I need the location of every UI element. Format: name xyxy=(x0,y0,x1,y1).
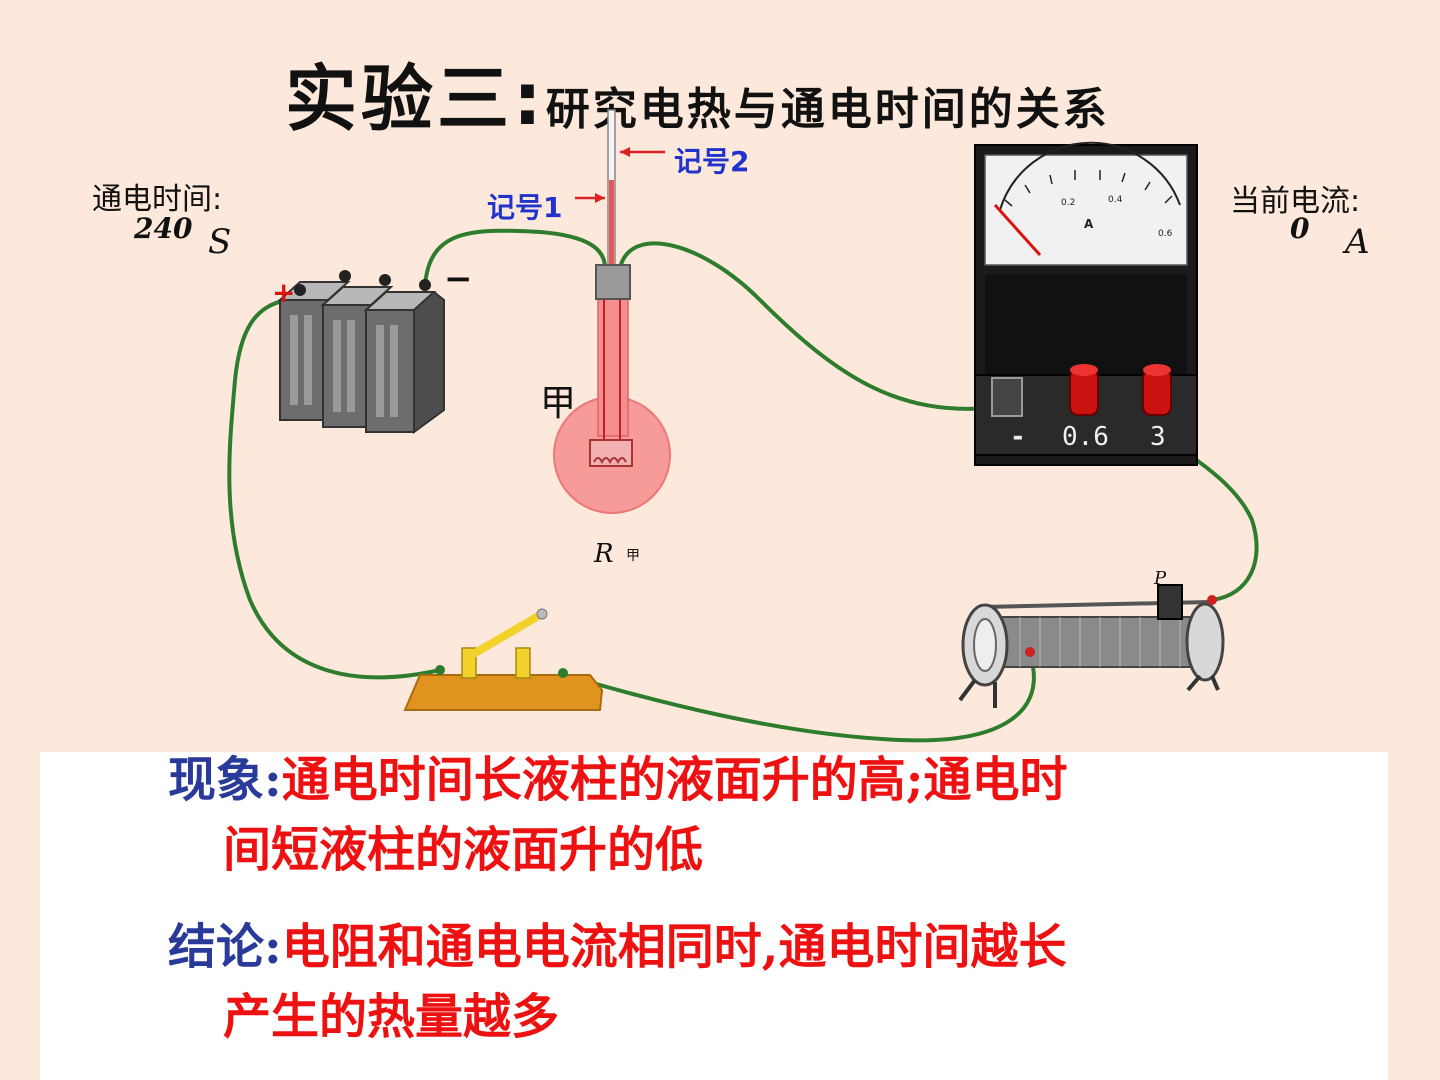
conclusion-head: 结论: xyxy=(168,919,282,975)
time-label: 通电时间: xyxy=(92,182,223,217)
rheostat-slider xyxy=(1157,584,1183,620)
rheostat-slider-label: P xyxy=(1153,568,1167,589)
summary-panel xyxy=(40,752,1388,1080)
ammeter xyxy=(974,141,1198,466)
rheostat xyxy=(958,584,1225,708)
page-title: 实验三:研究电热与通电时间的关系 xyxy=(285,40,1110,145)
knife-switch xyxy=(403,608,604,711)
current-unit: A xyxy=(1345,222,1370,262)
ammeter-terminal-06 xyxy=(1069,364,1099,416)
wire-switch-to-battery xyxy=(227,298,441,680)
ammeter-terminal-minus xyxy=(991,377,1023,417)
ammeter-tick-06: 0.6 xyxy=(1158,229,1173,239)
phenomenon-head: 现象: xyxy=(168,752,282,808)
conclusion-paragraph: 结论:电阻和通电电流相同时,通电时间越长 产生的热量越多 xyxy=(168,912,1318,1052)
phenomenon-line-1: 通电时间长液柱的液面升的高;通电时 xyxy=(281,752,1068,808)
switch-contact xyxy=(515,647,531,679)
flask xyxy=(553,109,671,514)
ammeter-label-minus: - xyxy=(1010,422,1026,452)
title-main: 实验三: xyxy=(285,57,546,141)
title-sub: 研究电热与通电时间的关系 xyxy=(545,84,1110,135)
rheostat-coil xyxy=(989,616,1196,668)
ammeter-needle xyxy=(993,203,1042,257)
wire-flask-to-ammeter xyxy=(618,241,1017,411)
circuit-diagram: + − 甲 R 甲 xyxy=(227,109,1259,743)
battery-plus-sign: + xyxy=(272,276,295,309)
battery-post-1 xyxy=(339,270,351,282)
current-label: 当前电流: xyxy=(1230,184,1361,219)
mark-1-label: 记号1 xyxy=(487,191,563,224)
battery-post-2 xyxy=(379,274,391,286)
time-unit: S xyxy=(208,222,232,262)
battery xyxy=(277,270,445,434)
battery-cell-2 xyxy=(320,286,394,428)
ammeter-tick-02: 0.2 xyxy=(1061,198,1075,208)
wire-rheostat-to-switch xyxy=(564,654,1036,743)
battery-minus-sign: − xyxy=(444,259,473,299)
mark-2-label: 记号2 xyxy=(674,145,750,178)
liquid-column xyxy=(609,180,614,270)
ammeter-ticks xyxy=(1004,170,1173,207)
wire-battery-minus-to-flask xyxy=(423,228,607,286)
phenomenon-paragraph: 现象:通电时间长液柱的液面升的高;通电时 间短液柱的液面升的低 xyxy=(168,745,1318,885)
conclusion-line-2: 产生的热量越多 xyxy=(223,989,560,1045)
ammeter-scale-unit: A xyxy=(1084,217,1094,231)
battery-minus-terminal xyxy=(419,279,431,291)
ammeter-dial xyxy=(984,154,1188,266)
heating-coil xyxy=(589,439,633,467)
battery-cell-3 xyxy=(363,290,445,434)
switch-base xyxy=(403,674,604,711)
ammeter-terminal-3 xyxy=(1142,364,1172,416)
flask-name: 甲 xyxy=(540,383,576,424)
battery-plus-terminal xyxy=(294,284,306,296)
resistor-subscript: 甲 xyxy=(626,548,640,564)
ammeter-tick-04: 0.4 xyxy=(1108,195,1123,205)
rheostat-right-end xyxy=(1185,602,1225,682)
ammeter-label-06: 0.6 xyxy=(1062,422,1109,452)
flask-neck xyxy=(597,295,629,437)
phenomenon-line-2: 间短液柱的液面升的低 xyxy=(223,822,704,878)
current-value: 0 xyxy=(1290,212,1310,245)
ammeter-label-3: 3 xyxy=(1150,422,1166,452)
conclusion-line-1: 电阻和通电电流相同时,通电时间越长 xyxy=(281,919,1067,975)
flask-stopper xyxy=(595,264,631,300)
time-value: 240 xyxy=(134,212,193,245)
switch-blade xyxy=(466,611,544,660)
resistor-label: R xyxy=(593,539,614,569)
switch-handle xyxy=(536,608,548,620)
